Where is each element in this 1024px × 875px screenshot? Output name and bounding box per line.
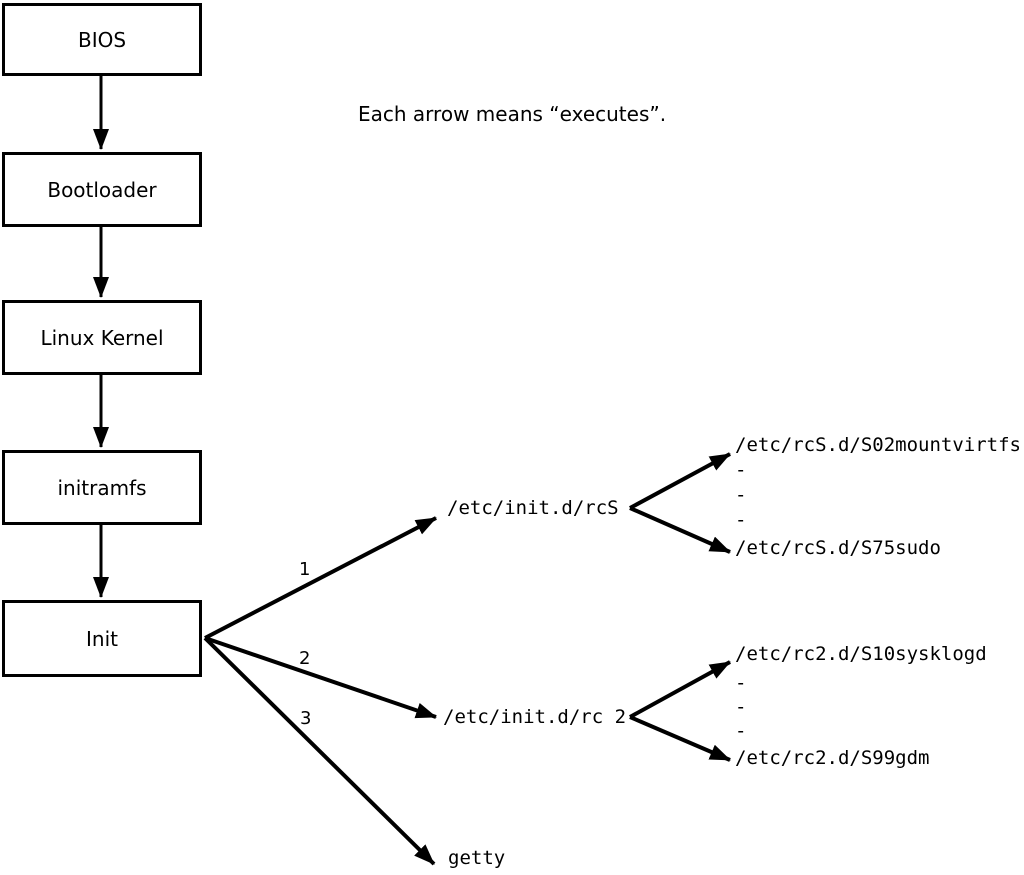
branch-number-2: 2: [299, 648, 311, 669]
arrow-init-to-rcs: [204, 516, 437, 640]
label-rcs-last-script: /etc/rcS.d/S75sudo: [735, 537, 941, 559]
label-rc2-ellipsis-dash: -: [735, 672, 747, 694]
label-etc-init-d-rcs: /etc/init.d/rcS: [447, 497, 619, 519]
label-rc2-last-script: /etc/rc2.d/S99gdm: [735, 747, 930, 769]
node-linux-kernel-label: Linux Kernel: [40, 325, 164, 350]
branch-number-1: 1: [299, 559, 311, 580]
arrow-init-to-rc2: [204, 636, 437, 719]
branch-number-3: 3: [300, 708, 312, 729]
node-bootloader-label: Bootloader: [47, 177, 157, 202]
label-rc2-first-script: /etc/rc2.d/S10sysklogd: [735, 643, 987, 665]
node-initramfs: initramfs: [2, 450, 202, 525]
diagram-caption: Each arrow means “executes”.: [358, 102, 667, 126]
node-bios: BIOS: [2, 3, 202, 76]
arrow-init-to-getty: [203, 636, 436, 866]
label-rcs-ellipsis-dash: -: [735, 459, 747, 481]
label-etc-init-d-rc2: /etc/init.d/rc 2: [443, 706, 627, 728]
node-bios-label: BIOS: [77, 27, 127, 52]
node-linux-kernel: Linux Kernel: [2, 300, 202, 375]
node-initramfs-label: initramfs: [57, 475, 147, 500]
label-rc2-ellipsis-dash: -: [735, 720, 747, 742]
arrow-rcs-to-s02mountvirtfs: [629, 452, 731, 510]
node-init: Init: [2, 600, 202, 677]
arrow-rc2-to-s10sysklogd: [629, 660, 731, 719]
label-rc2-ellipsis-dash: -: [735, 696, 747, 718]
label-getty: getty: [448, 847, 506, 869]
label-rcs-ellipsis-dash: -: [735, 509, 747, 531]
label-rcs-first-script: /etc/rcS.d/S02mountvirtfs: [735, 434, 1021, 456]
arrow-rc2-to-s99gdm: [629, 715, 731, 762]
node-bootloader: Bootloader: [2, 152, 202, 227]
arrow-rcs-to-s75sudo: [629, 506, 731, 554]
node-init-label: Init: [86, 626, 118, 651]
label-rcs-ellipsis-dash: -: [735, 484, 747, 506]
